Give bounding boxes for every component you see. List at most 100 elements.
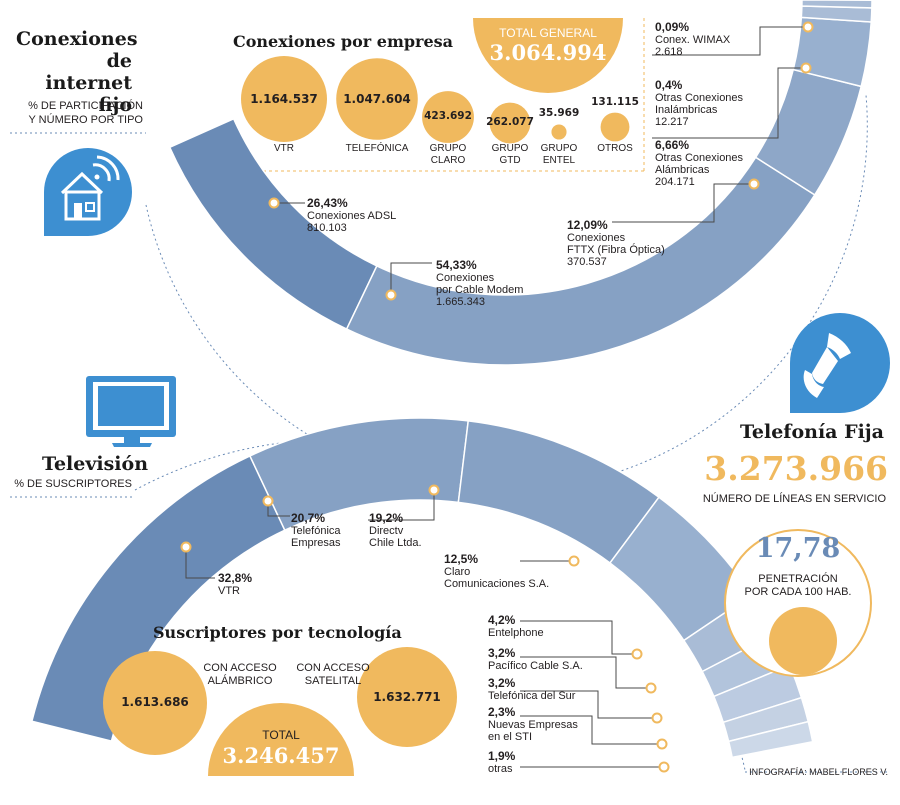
internet-pct: 12,09%	[567, 218, 608, 232]
tv-leader-lines	[180, 484, 670, 773]
internet-label-line: 204.171	[655, 176, 695, 188]
internet-slice-otras-conexiones-alambricas	[792, 16, 873, 88]
tv-title: Televisión	[42, 453, 149, 475]
telefonia-title: Telefonía Fija	[739, 421, 884, 443]
internet-pct: 6,66%	[655, 138, 690, 152]
internet-label-line: 2.618	[655, 46, 683, 58]
internet-label-line: Conexiones	[567, 232, 626, 244]
tv-leader-dot-4	[631, 648, 643, 660]
tv-leader-0	[185, 547, 215, 579]
tv-donut	[30, 417, 814, 759]
empresa-bubble-otros	[600, 112, 630, 142]
internet-label-line: Conex. WIMAX	[655, 34, 731, 46]
total-general-label: TOTAL GENERAL	[499, 26, 597, 40]
internet-label-line: 12.217	[655, 116, 689, 128]
tv-pct: 4,2%	[488, 613, 516, 627]
empresa-bubbles	[241, 56, 630, 144]
tv-label-line: en el STI	[488, 731, 533, 743]
internet-leader-2	[612, 183, 754, 223]
alambrico-label: CON ACCESO ALÁMBRICO	[203, 662, 277, 687]
penetracion-label: PENETRACIÓN POR CADA 100 HAB.	[744, 573, 852, 598]
internet-leader-lines	[268, 21, 814, 301]
internet-label-line: FTTX (Fibra Óptica)	[567, 244, 665, 256]
satelital-value: 1.632.771	[373, 690, 441, 704]
internet-label-line: 810.103	[307, 222, 347, 234]
tv-label-vtr: 32,8%VTR	[218, 572, 252, 597]
empresa-value-grupo-claro: 423.692	[424, 110, 472, 122]
tv-pct: 32,8%	[218, 571, 253, 585]
empresa-value-telefonica: 1.047.604	[343, 92, 411, 106]
alambrico-bubble	[103, 651, 207, 755]
house-wifi-icon	[44, 148, 132, 236]
internet-slice-conexiones-fttx-fibra-optica	[754, 68, 863, 196]
telephone-handset-icon	[790, 313, 890, 413]
tv-total-value: 3.246.457	[222, 743, 340, 768]
tv-slice-telefonica-empresas	[248, 417, 470, 532]
tecnologia-title: Suscriptores por tecnología	[153, 623, 402, 642]
tv-label-line: Entelphone	[488, 627, 544, 639]
tv-leader-5	[520, 656, 651, 689]
tv-label-pacifico-cable-s-a: 3,2%Pacífico Cable S.A.	[488, 647, 583, 672]
tv-leader-dot-0	[180, 541, 192, 553]
tv-leader-dot-6	[651, 712, 663, 724]
penetracion-bubble	[769, 607, 837, 675]
tv-label-telefonica-del-sur: 3,2%Telefónica del Sur	[488, 677, 575, 702]
total-general-value: 3.064.994	[489, 40, 607, 65]
tv-label-line: Telefónica	[291, 525, 341, 537]
internet-leader-1	[652, 67, 806, 139]
tv-pct: 3,2%	[488, 646, 516, 660]
tv-leader-dot-5	[645, 682, 657, 694]
empresa-bubble-grupo-entel	[551, 124, 567, 140]
internet-label-line: por Cable Modem	[436, 284, 524, 296]
internet-leader-dot-1	[800, 62, 812, 74]
internet-leader-3	[390, 262, 432, 295]
internet-label-line: Alámbricas	[655, 164, 710, 176]
tv-label-otras: 1,9%otras	[488, 750, 515, 775]
internet-leader-dot-3	[385, 289, 397, 301]
internet-slice-conexiones-adsl	[168, 117, 378, 331]
tv-pct: 2,3%	[488, 705, 516, 719]
empresa-caption-otros: OTROS	[597, 143, 633, 154]
internet-label-line: Conexiones ADSL	[307, 210, 397, 222]
internet-leader-dot-2	[748, 178, 760, 190]
tv-total-bubble	[208, 703, 354, 776]
internet-pct: 0,4%	[655, 78, 683, 92]
empresa-value-grupo-gtd: 262.077	[486, 116, 534, 128]
tv-leader-dot-7	[656, 738, 668, 750]
empresa-value-otros: 131.115	[591, 95, 639, 108]
internet-label-line: 370.537	[567, 256, 607, 268]
empresa-value-vtr: 1.164.537	[250, 92, 318, 106]
penetracion-value: 17,78	[755, 533, 841, 564]
tv-leader-4	[520, 620, 637, 655]
tv-label-line: Directv	[369, 525, 404, 537]
empresa-bubble-telefonica	[336, 58, 418, 140]
satelital-label: CON ACCESO SATELITAL	[296, 662, 370, 687]
tv-leader-dot-8	[658, 761, 670, 773]
total-general-pill	[473, 18, 623, 93]
tv-leader-2	[368, 490, 435, 521]
internet-leader-0	[652, 26, 808, 56]
internet-slice-conex-wimax	[801, 0, 873, 9]
tv-label-entelphone: 4,2%Entelphone	[488, 614, 544, 639]
empresa-bubble-grupo-gtd	[489, 102, 531, 144]
tv-label-line: Claro	[444, 566, 471, 578]
tv-label-line: Chile Ltda.	[369, 537, 422, 549]
tv-label-line: VTR	[218, 585, 240, 597]
tv-label-line: Comunicaciones S.A.	[444, 578, 550, 590]
internet-label-line: Inalámbricas	[655, 104, 718, 116]
tv-monitor-icon	[86, 376, 176, 447]
internet-subtitle: % DE PARTICIPACIÓN Y NÚMERO POR TIPO	[28, 100, 143, 126]
telefonia-lineas-label: NÚMERO DE LÍNEAS EN SERVICIO	[702, 493, 886, 505]
tv-subtitle: % DE SUSCRIPTORES	[14, 478, 132, 490]
internet-leader-dot-4	[268, 197, 280, 209]
tv-label-line: Pacífico Cable S.A.	[488, 660, 583, 672]
credit: INFOGRAFÍA: MABEL FLORES V.	[749, 767, 888, 777]
